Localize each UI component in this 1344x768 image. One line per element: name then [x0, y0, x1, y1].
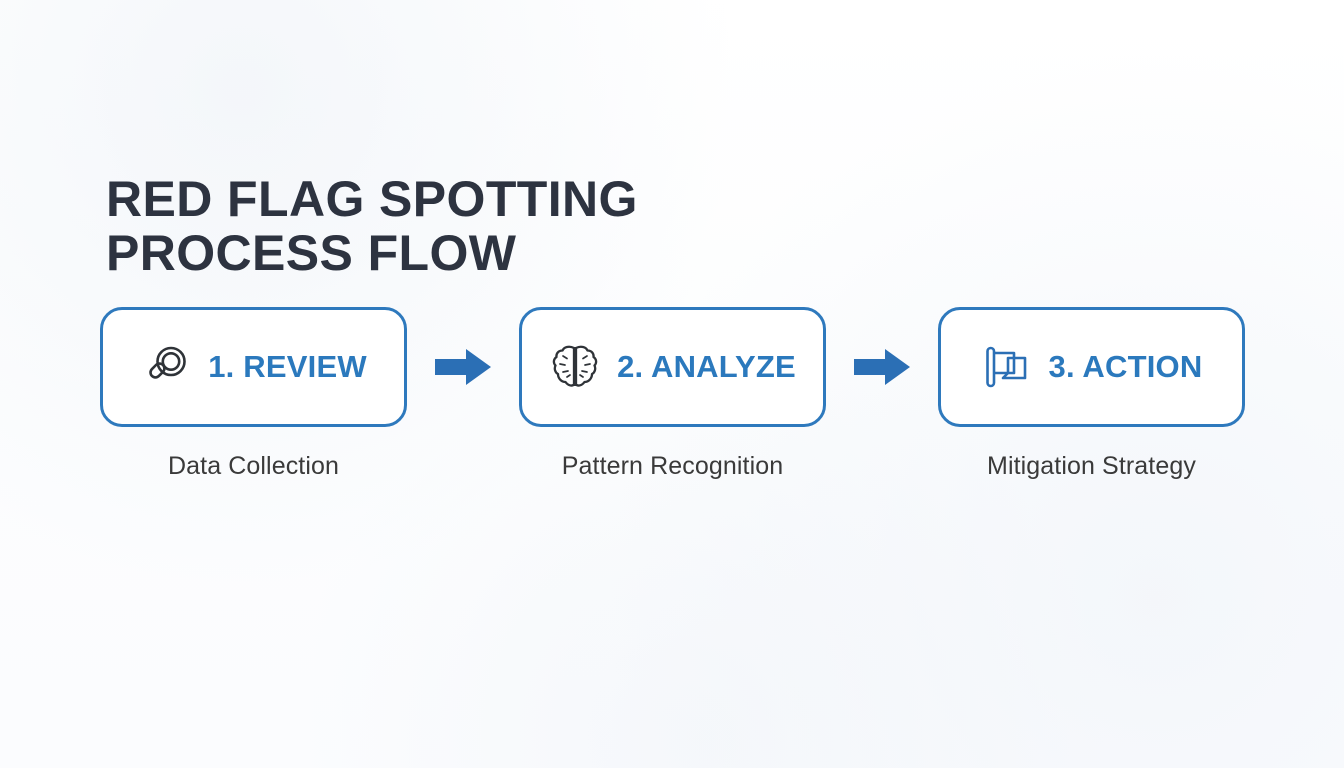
- caption-data-collection: Data Collection: [167, 452, 340, 480]
- page-title-line-1: RED FLAG SPOTTING: [106, 170, 638, 227]
- step-captions-row: Data Collection Pattern Recognition Miti…: [100, 452, 1245, 481]
- caption-spacer: [432, 452, 494, 481]
- page-title: RED FLAG SPOTTING PROCESS FLOW: [106, 174, 806, 278]
- arrow-right-icon: [432, 344, 494, 390]
- caption-mitigation-strategy: Mitigation Strategy: [987, 452, 1196, 480]
- arrow-right-icon: [851, 344, 913, 390]
- step-box-review[interactable]: 1. REVIEW: [100, 307, 407, 427]
- flag-icon: [981, 341, 1033, 393]
- caption-spacer: [851, 452, 913, 481]
- page-title-line-2: PROCESS FLOW: [106, 224, 517, 281]
- step-label-action: 3. ACTION: [1048, 349, 1203, 384]
- step-label-analyze: 2. ANALYZE: [617, 349, 796, 384]
- step-label-review: 1. REVIEW: [208, 349, 367, 384]
- caption-pattern-recognition: Pattern Recognition: [561, 452, 784, 480]
- step-box-action[interactable]: 3. ACTION: [938, 307, 1245, 427]
- magnifying-glass-icon: [140, 341, 192, 393]
- brain-icon: [549, 341, 601, 393]
- process-flow-row: 1. REVIEW: [100, 306, 1245, 428]
- step-box-analyze[interactable]: 2. ANALYZE: [519, 307, 826, 427]
